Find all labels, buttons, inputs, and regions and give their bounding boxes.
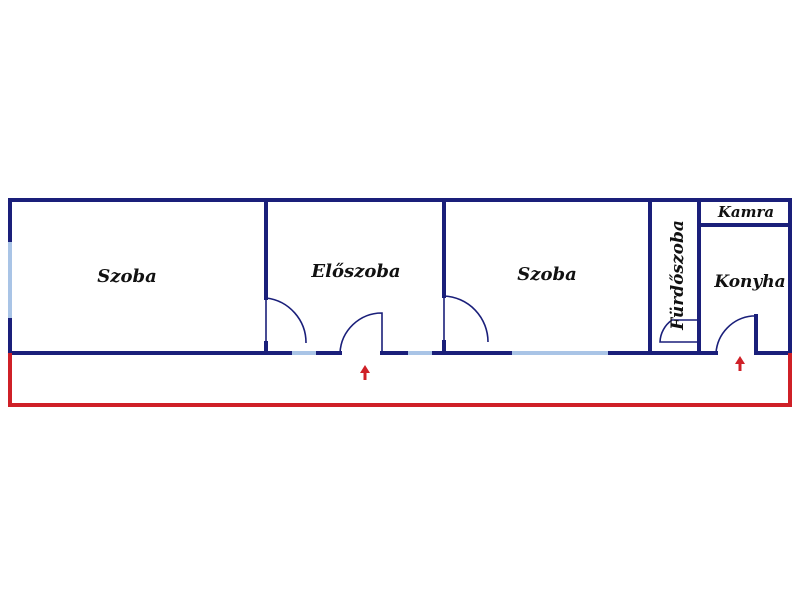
terrace-outline: [8, 353, 792, 407]
entry-arrow-hall: [360, 365, 370, 380]
door-hall-room2: [443, 295, 489, 343]
room-label-szoba-right: Szoba: [517, 264, 576, 285]
door-room1-hall: [265, 297, 307, 344]
room-label-konyha: Konyha: [713, 272, 785, 292]
door-bathroom: [659, 319, 699, 343]
entry-arrows: [360, 356, 745, 380]
outer-wall-top: [8, 198, 792, 355]
entry-arrow-kitchen: [735, 356, 745, 371]
door-hall-entrance: [339, 312, 383, 354]
door-kitchen-entrance: [715, 315, 756, 354]
room-label-kamra: Kamra: [717, 203, 774, 221]
doors: [265, 295, 756, 354]
room-label-furdoszoba: Fürdőszoba: [668, 220, 688, 331]
windows: [8, 240, 610, 355]
room-label-szoba-left: Szoba: [97, 266, 156, 287]
walls: [8, 198, 792, 355]
room-label-eloszoba: Előszoba: [310, 261, 400, 282]
